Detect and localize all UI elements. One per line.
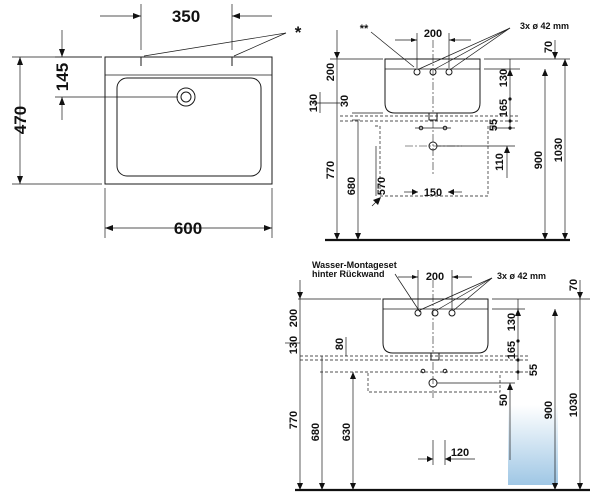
dim-680-a: 680: [346, 177, 358, 195]
dim-55-b: 55: [528, 364, 540, 376]
holes-note-b: 3x ø 42 mm: [497, 271, 546, 281]
basin-body-a: [384, 58, 481, 114]
dim-30-a: 30: [339, 95, 351, 107]
dim-200-a: 200: [424, 28, 442, 40]
dim-55-a: 55: [488, 119, 500, 131]
label-rueckwand: hinter Rückwand: [312, 269, 385, 279]
bowl-outline: [116, 77, 262, 177]
dim-900-b: 900: [543, 401, 555, 419]
dim-680-b: 680: [310, 423, 322, 441]
dim-165-b: 165: [506, 341, 518, 359]
dim-50-b: 50: [498, 394, 510, 406]
watermark-fill: [508, 405, 558, 485]
dim-900-a: 900: [533, 151, 545, 169]
dim-200-b-left: 200: [288, 309, 300, 327]
dim-770-b: 770: [288, 411, 300, 429]
asterisk-note: *: [295, 23, 302, 42]
dim-150-a: 150: [424, 187, 442, 199]
label-montageset: Wasser-Montageset: [312, 260, 397, 270]
tap-hole-b2: [431, 309, 439, 317]
dim-80-b: 80: [334, 338, 346, 350]
dim-130-b-left: 130: [288, 336, 300, 354]
dim-130-a-right: 130: [498, 69, 510, 87]
dim-630-b: 630: [341, 423, 353, 441]
holes-note-a: 3x ø 42 mm: [520, 21, 569, 31]
tap-hole-b3: [448, 309, 456, 317]
elevation-view-a: 200 ** 3x ø 42 mm 70 1030 900 130 165 55: [308, 21, 570, 242]
tap-hole-a1: [413, 68, 421, 76]
double-asterisk-a: **: [360, 23, 369, 35]
dim-130-b-right: 130: [506, 313, 518, 331]
dim-470: 470: [11, 106, 30, 134]
basin-outline: [104, 56, 273, 185]
dim-200-a-left: 200: [325, 63, 337, 81]
dim-570-a: 570: [376, 177, 388, 195]
tap-hole-b1: [414, 309, 422, 317]
basin-body-b: [382, 298, 489, 354]
dim-1030-a: 1030: [553, 138, 565, 162]
dim-350: 350: [172, 7, 200, 26]
dim-600: 600: [174, 219, 202, 238]
dim-130-a-left: 130: [308, 94, 320, 112]
dim-200-b: 200: [426, 271, 444, 283]
drain-inner: [180, 91, 192, 103]
drain-outer: [176, 87, 196, 107]
elevation-view-b: Wasser-Montageset hinter Rückwand 200 3x…: [285, 260, 590, 492]
dim-165-a: 165: [498, 99, 510, 117]
dim-145: 145: [53, 63, 72, 91]
dim-70-b: 70: [568, 279, 580, 291]
dim-770-a: 770: [325, 161, 337, 179]
dim-1030-b: 1030: [568, 393, 580, 417]
dim-70-a: 70: [543, 41, 555, 53]
tap-hole-a3: [445, 68, 453, 76]
dim-120-b: 120: [451, 447, 469, 459]
dim-110-a: 110: [494, 153, 506, 171]
plan-view: 350 * 470 145 600: [11, 4, 302, 238]
